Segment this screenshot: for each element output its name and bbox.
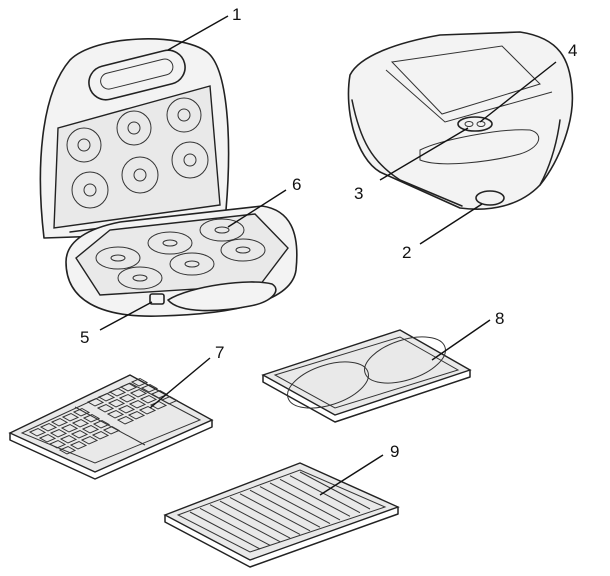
- callout-label-5: 5: [80, 328, 89, 347]
- waffle-cell: [102, 425, 121, 435]
- waffle-cell: [108, 387, 127, 397]
- grill-ridge: [279, 478, 351, 517]
- waffle-cell: [106, 409, 125, 419]
- waffle-cell: [82, 413, 101, 423]
- grill-plate: [163, 462, 400, 568]
- grill-ridge: [269, 482, 341, 521]
- callout-9: 9: [319, 442, 399, 496]
- waffle-cell: [117, 404, 136, 414]
- callout-label-8: 8: [495, 309, 504, 328]
- callout-label-6: 6: [292, 175, 301, 194]
- waffle-cell: [86, 397, 105, 407]
- waffle-cell: [72, 407, 91, 417]
- waffle-cell: [48, 439, 67, 449]
- waffle-plate: [8, 374, 214, 480]
- grill-ridge: [229, 497, 301, 535]
- callout-label-4: 4: [568, 41, 577, 60]
- grill-ridge: [219, 500, 291, 539]
- waffle-cell: [130, 377, 149, 387]
- callout-3: 3: [354, 127, 469, 203]
- waffle-cell: [139, 394, 158, 404]
- callout-8: 8: [431, 309, 504, 361]
- grill-ridge: [199, 507, 271, 546]
- callout-1: 1: [167, 5, 241, 51]
- waffle-cell: [97, 392, 116, 402]
- grill-ridge: [209, 504, 281, 543]
- waffle-cell: [160, 395, 179, 405]
- callout-5: 5: [80, 301, 153, 347]
- waffle-cell: [80, 435, 99, 445]
- waffle-cell: [38, 433, 57, 443]
- callout-4: 4: [479, 41, 577, 123]
- waffle-cell: [140, 383, 159, 393]
- callout-label-9: 9: [390, 442, 399, 461]
- lid-handle: [88, 49, 186, 101]
- waffle-cell: [49, 428, 68, 438]
- grill-ridge: [249, 489, 321, 528]
- waffle-cell: [58, 445, 77, 455]
- lid-donut-cavities: [66, 97, 209, 209]
- latch: [149, 293, 165, 305]
- latch-button: [475, 190, 505, 206]
- waffle-cell: [116, 415, 135, 425]
- waffle-cell: [50, 417, 69, 427]
- callout-2: 2: [402, 203, 483, 262]
- waffle-cell: [127, 410, 146, 420]
- waffle-cell: [71, 418, 90, 428]
- indicator-lights: [457, 116, 493, 132]
- waffle-cell: [118, 393, 137, 403]
- grill-ridge: [299, 471, 371, 510]
- waffle-cell: [119, 382, 138, 392]
- waffle-cell: [138, 405, 157, 415]
- closed-appliance: [347, 31, 574, 210]
- waffle-cell: [128, 399, 147, 409]
- callout-6: 6: [227, 175, 301, 228]
- waffle-cell: [59, 434, 78, 444]
- waffle-cell: [39, 422, 58, 432]
- waffle-cell: [96, 403, 115, 413]
- waffle-cell: [129, 388, 148, 398]
- waffle-cell: [60, 423, 79, 433]
- waffle-grid: [28, 377, 179, 455]
- grill-ridges: [189, 471, 371, 550]
- waffle-cell: [107, 398, 126, 408]
- callout-label-3: 3: [354, 184, 363, 203]
- waffle-cell: [28, 427, 47, 437]
- waffle-cell: [61, 412, 80, 422]
- waffle-cell: [70, 429, 89, 439]
- callout-7: 7: [149, 343, 224, 409]
- waffle-cell: [92, 419, 111, 429]
- waffle-cell: [91, 430, 110, 440]
- callout-label-1: 1: [232, 5, 241, 24]
- base-donut-cavities: [95, 218, 266, 290]
- callout-label-2: 2: [402, 243, 411, 262]
- grill-ridge: [259, 486, 331, 524]
- waffle-cell: [81, 424, 100, 434]
- grill-ridge: [289, 475, 361, 514]
- callout-label-7: 7: [215, 343, 224, 362]
- open-donut-maker: [39, 38, 298, 317]
- pancake-plate: [261, 329, 472, 423]
- waffle-cell: [69, 440, 88, 450]
- grill-ridge: [189, 511, 261, 550]
- grill-ridge: [239, 493, 311, 532]
